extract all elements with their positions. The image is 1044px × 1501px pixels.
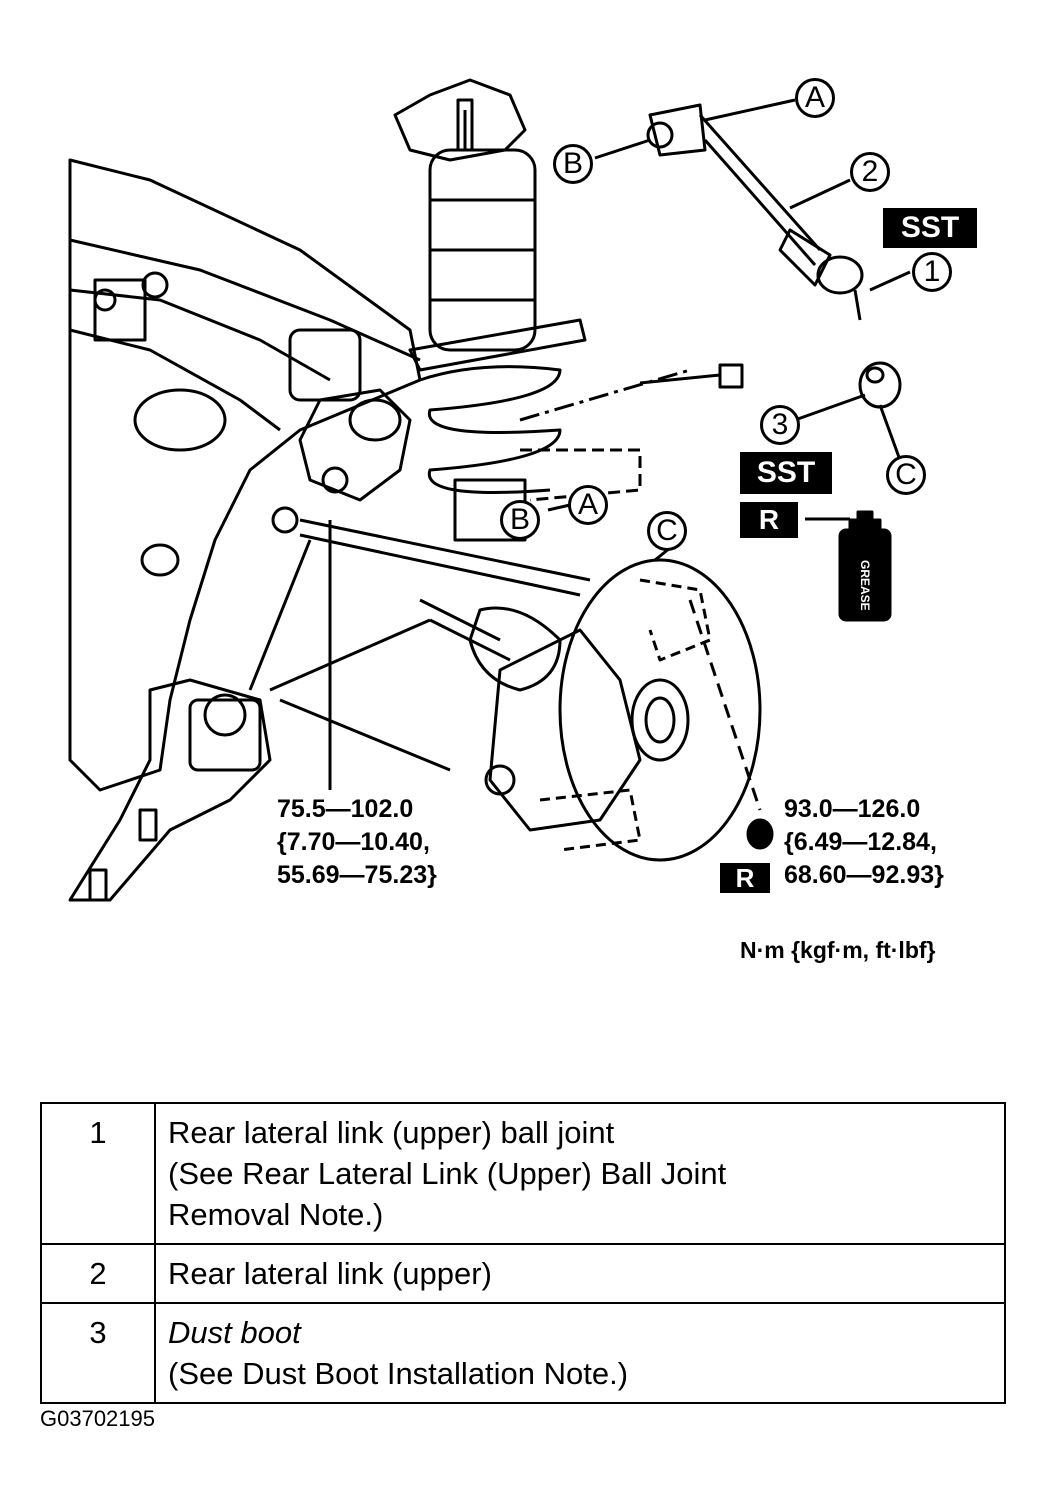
- drive-shaft: [419, 598, 501, 642]
- sst-badge-lower: SST: [740, 452, 832, 494]
- part-number: 2: [40, 1243, 156, 1304]
- coil-spring: [419, 365, 562, 494]
- callout-b-upper: B: [553, 144, 593, 184]
- upper-bushing: [321, 466, 349, 494]
- part-number: 1: [40, 1102, 156, 1245]
- figure-id: G03702195: [40, 1406, 155, 1431]
- torque-left-nm: 75.5—102.0: [277, 795, 414, 823]
- table-row: 3 Dust boot (See Dust Boot Installation …: [40, 1302, 1006, 1404]
- table-row: 2 Rear lateral link (upper): [40, 1243, 1006, 1304]
- part-description: Rear lateral link (upper) ball joint (Se…: [154, 1102, 1006, 1245]
- spring-seat: [408, 318, 587, 372]
- parts-table: 1 Rear lateral link (upper) ball joint (…: [40, 1102, 1006, 1404]
- knuckle: [298, 388, 412, 502]
- callout-b-lower: B: [500, 500, 540, 540]
- callout-c-lower: C: [647, 511, 687, 551]
- table-row: 1 Rear lateral link (upper) ball joint (…: [40, 1102, 1006, 1245]
- subframe: [68, 158, 422, 792]
- bolt: [639, 373, 721, 385]
- callout-a-lower: A: [568, 485, 608, 525]
- torque-left-kgfm: {7.70—10.40,: [277, 828, 430, 856]
- replace-badge-upper: R: [740, 502, 798, 538]
- torque-right-nm: 93.0—126.0: [784, 795, 921, 823]
- sst-badge-upper: SST: [883, 208, 977, 248]
- callout-3: 3: [760, 405, 800, 445]
- removed-link: [648, 103, 707, 157]
- torque-spec-left: 75.5—102.0 {7.70—10.40, 55.69—75.23}: [277, 793, 437, 892]
- torque-right-kgfm: {6.49—12.84,: [784, 828, 937, 856]
- replace-badge-lower: R: [720, 863, 770, 893]
- part-line: Rear lateral link (upper): [168, 1256, 492, 1291]
- torque-left-ftlbf: 55.69—75.23}: [277, 861, 437, 889]
- part-line: (See Rear Lateral Link (Upper) Ball Join…: [168, 1156, 727, 1191]
- callout-a-upper: A: [795, 78, 835, 118]
- part-line: Rear lateral link (upper) ball joint: [168, 1115, 615, 1150]
- torque-spec-right: 93.0—126.0 {6.49—12.84, 68.60—92.93}: [784, 793, 944, 892]
- suspension-diagram: [68, 78, 911, 902]
- callout-1: 1: [912, 252, 952, 292]
- part-line: Removal Note.): [168, 1197, 384, 1232]
- grease-label: GREASE: [858, 559, 872, 611]
- lower-bracket: [68, 678, 272, 902]
- callout-2: 2: [850, 152, 890, 192]
- torque-units: N·m {kgf·m, ft·lbf}: [740, 937, 936, 963]
- part-description: Dust boot (See Dust Boot Installation No…: [154, 1302, 1006, 1404]
- part-number: 3: [40, 1302, 156, 1404]
- brake-disc: [558, 558, 762, 862]
- torque-right-ftlbf: 68.60—92.93}: [784, 861, 944, 889]
- part-line: (See Dust Boot Installation Note.): [168, 1356, 629, 1391]
- part-line: Dust boot: [168, 1315, 301, 1350]
- shock-top: [393, 78, 527, 162]
- lateral-link: [299, 518, 591, 582]
- part-description: Rear lateral link (upper): [154, 1243, 1006, 1304]
- callout-c-right: C: [886, 455, 926, 495]
